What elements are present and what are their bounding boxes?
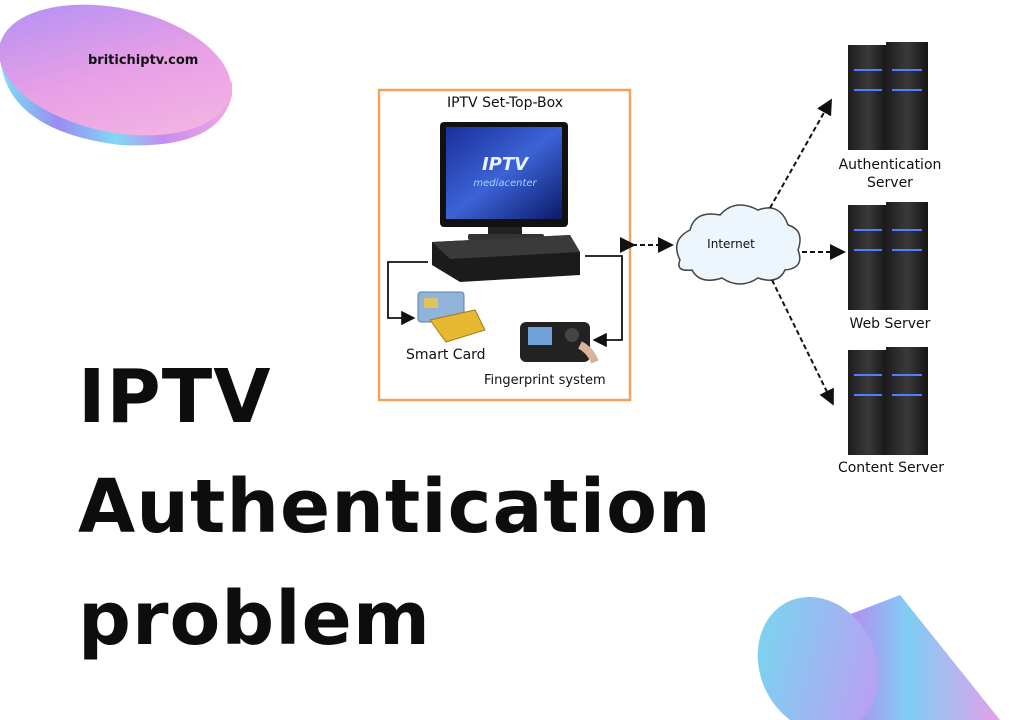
headline-line-1: IPTV (78, 354, 272, 440)
content-server-label: Content Server (837, 460, 945, 476)
decor-cylinder-bottom-right (757, 595, 1000, 720)
content-server-icon (848, 347, 928, 455)
fingerprint-label: Fingerprint system (484, 373, 606, 388)
tv-icon: IPTV mediacenter (440, 122, 568, 240)
decor-disc-top-left (0, 4, 232, 146)
headline-line-2: Authentication (78, 464, 712, 550)
auth-server-label-line2: Server (867, 175, 913, 191)
web-server-label: Web Server (849, 316, 931, 332)
auth-server-icon (848, 42, 928, 150)
smart-card-icon (417, 291, 486, 343)
internet-cloud-icon (675, 204, 801, 285)
tv-brand-media: mediacenter (473, 178, 537, 189)
headline-line-3: problem (78, 576, 431, 662)
auth-server-label-line1: Authentication (838, 157, 942, 173)
stb-title: IPTV Set-Top-Box (446, 95, 564, 111)
internet-label: Internet (707, 237, 755, 251)
set-top-box-icon (432, 235, 580, 282)
site-url: britichiptv.com (88, 53, 199, 68)
web-server-icon (848, 202, 928, 310)
arrow-stb-to-fingerprint (585, 255, 623, 348)
arrow-internet-auth (769, 98, 832, 209)
fingerprint-device-icon (520, 322, 599, 364)
smart-card-label: Smart Card (406, 347, 486, 363)
arrow-stb-to-card (387, 261, 428, 326)
iptv-diagram: IPTV mediacenter (377, 42, 928, 455)
arrow-internet-content (771, 279, 834, 406)
tv-brand-iptv: IPTV (482, 154, 530, 175)
